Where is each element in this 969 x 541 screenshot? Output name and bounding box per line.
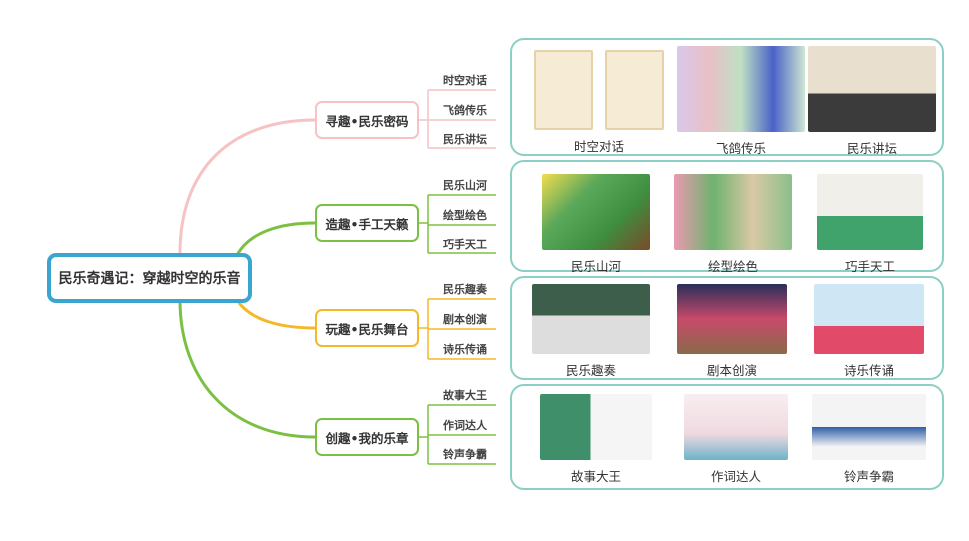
image-caption: 巧手天工 <box>844 259 895 274</box>
leaf-node[interactable]: 绘型绘色 <box>443 209 487 222</box>
leaf-node[interactable]: 民乐讲坛 <box>443 133 487 146</box>
leaf-node[interactable]: 作词达人 <box>443 419 487 432</box>
image-item[interactable]: 铃声争霸 <box>812 394 926 485</box>
image-caption: 绘型绘色 <box>707 259 758 274</box>
image-item[interactable]: 故事大王 <box>540 394 652 485</box>
image-item[interactable]: 绘型绘色 <box>674 174 792 275</box>
photo <box>674 174 792 250</box>
photo <box>677 284 787 354</box>
photo <box>532 284 650 354</box>
branch-node[interactable]: 创趣•我的乐章 <box>315 418 419 456</box>
photo <box>684 394 788 460</box>
photo <box>814 284 924 354</box>
leaf-node[interactable]: 飞鸽传乐 <box>443 104 487 117</box>
image-item[interactable]: 民乐讲坛 <box>808 46 936 157</box>
image-item[interactable]: 民乐山河 <box>542 174 650 275</box>
image-caption: 民乐山河 <box>570 259 621 274</box>
photo <box>808 46 936 132</box>
image-caption: 剧本创演 <box>706 363 757 378</box>
image-item[interactable]: 剧本创演 <box>677 284 787 379</box>
leaf-node[interactable]: 故事大王 <box>443 389 487 402</box>
photo <box>542 174 650 250</box>
branch-node[interactable]: 玩趣•民乐舞台 <box>315 309 419 347</box>
image-item[interactable]: 作词达人 <box>684 394 788 485</box>
panel-group-3: 民乐趣奏 剧本创演 诗乐传诵 <box>510 276 944 380</box>
leaf-node[interactable]: 民乐山河 <box>443 179 487 192</box>
leaf-node[interactable]: 时空对话 <box>443 74 487 87</box>
image-item[interactable]: 诗乐传诵 <box>814 284 924 379</box>
image-caption: 飞鸽传乐 <box>715 141 766 156</box>
leaf-node[interactable]: 铃声争霸 <box>443 448 487 461</box>
card-image <box>605 50 664 130</box>
image-item[interactable]: 时空对话 <box>534 50 664 155</box>
panel-group-4: 故事大王 作词达人 铃声争霸 <box>510 384 944 490</box>
image-item[interactable]: 巧手天工 <box>817 174 923 275</box>
leaf-node[interactable]: 民乐趣奏 <box>443 283 487 296</box>
image-caption: 民乐讲坛 <box>846 141 897 156</box>
leaf-node[interactable]: 巧手天工 <box>443 238 487 251</box>
leaf-node[interactable]: 剧本创演 <box>443 313 487 326</box>
photo <box>817 174 923 250</box>
image-caption: 诗乐传诵 <box>843 363 894 378</box>
photo <box>677 46 805 132</box>
image-caption: 作词达人 <box>710 469 761 484</box>
branch-node[interactable]: 寻趣•民乐密码 <box>315 101 419 139</box>
card-image <box>534 50 593 130</box>
photo <box>540 394 652 460</box>
panel-group-2: 民乐山河 绘型绘色 巧手天工 <box>510 160 944 275</box>
image-item[interactable]: 飞鸽传乐 <box>677 46 805 157</box>
leaf-node[interactable]: 诗乐传诵 <box>443 343 487 356</box>
photo <box>812 394 926 460</box>
image-item[interactable]: 民乐趣奏 <box>532 284 650 379</box>
root-node[interactable]: 民乐奇遇记：穿越时空的乐音 <box>47 253 252 303</box>
image-caption: 故事大王 <box>570 469 621 484</box>
image-caption: 时空对话 <box>573 139 624 154</box>
image-caption: 铃声争霸 <box>843 469 894 484</box>
panel-group-1: 时空对话 飞鸽传乐 民乐讲坛 <box>510 38 944 156</box>
branch-node[interactable]: 造趣•手工天籁 <box>315 204 419 242</box>
image-caption: 民乐趣奏 <box>565 363 616 378</box>
